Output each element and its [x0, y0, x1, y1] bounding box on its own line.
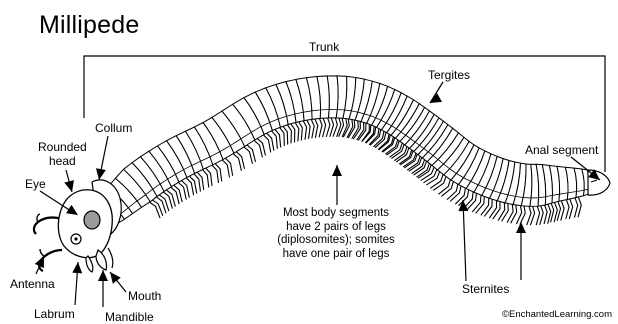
leg — [574, 195, 578, 217]
arrow-sternites-1 — [458, 200, 468, 281]
arrow-sternites-2 — [516, 222, 526, 280]
body-segments — [98, 76, 590, 223]
label-eye: Eye — [25, 177, 46, 191]
label-tergites: Tergites — [428, 68, 470, 82]
label-antenna: Antenna — [10, 277, 55, 291]
arrow-labrum — [72, 262, 83, 305]
label-sternites: Sternites — [462, 282, 509, 296]
leg — [554, 200, 558, 222]
arrow-rounded-head — [64, 170, 77, 193]
leg — [547, 202, 551, 224]
label-mandible: Mandible — [105, 310, 154, 324]
arrow-note — [332, 165, 342, 205]
diagram-title: Millipede — [39, 10, 139, 40]
mandible-shape — [96, 250, 107, 270]
sternite-line — [522, 197, 530, 198]
leg — [565, 197, 569, 219]
arrow-collum — [94, 136, 108, 181]
label-anal-segment: Anal segment — [525, 143, 598, 157]
head — [34, 180, 121, 272]
label-leg-note: Most body segments have 2 pairs of legs … — [272, 207, 400, 261]
arrow-tergites — [428, 82, 444, 107]
label-rounded-head: Rounded head — [38, 140, 87, 168]
label-collum: Collum — [95, 121, 132, 135]
eye-shape — [84, 211, 100, 229]
label-trunk: Trunk — [309, 40, 339, 54]
arrow-mouth — [106, 269, 126, 292]
arrow-mandible — [98, 270, 108, 307]
label-mouth: Mouth — [128, 289, 161, 303]
body-segment — [327, 76, 338, 118]
copyright-text: ©EnchantedLearning.com — [502, 309, 612, 320]
leg — [569, 197, 573, 219]
leg — [578, 195, 582, 217]
label-labrum: Labrum — [34, 307, 75, 321]
leg — [561, 199, 565, 221]
